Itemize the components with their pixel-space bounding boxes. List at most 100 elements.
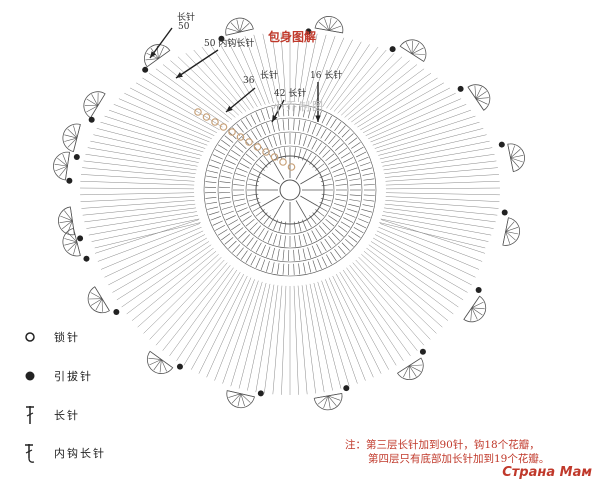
petal-stitch xyxy=(90,292,103,299)
petal-fan xyxy=(467,84,491,111)
fan-stitch xyxy=(355,259,431,340)
stitch-mark xyxy=(312,109,317,120)
chain-bead xyxy=(236,133,245,141)
fan-stitch xyxy=(383,154,495,171)
fan-stitch xyxy=(118,98,212,140)
fan-stitch xyxy=(162,64,233,120)
slip-stitch-dot xyxy=(457,85,464,92)
stitch-mark xyxy=(346,208,358,213)
fan-stitch xyxy=(100,121,204,153)
stitch-mark xyxy=(358,156,369,162)
stitch-mark xyxy=(268,217,275,228)
stitch-mark xyxy=(273,233,277,245)
petal-stitch xyxy=(411,53,425,55)
label-16-long-stitch: 16 长针 xyxy=(310,71,343,81)
stitch-mark xyxy=(320,128,327,139)
stitch-mark xyxy=(207,170,219,174)
fan-stitch xyxy=(318,39,353,106)
petal-stitch xyxy=(153,359,162,371)
petal-stitch xyxy=(226,31,240,36)
fan-stitch xyxy=(222,280,259,384)
stitch-mark xyxy=(250,255,257,266)
fan-stitch xyxy=(357,77,438,128)
petal-stitch xyxy=(505,231,516,241)
stitch-mark xyxy=(234,198,245,202)
petal-stitch xyxy=(471,307,478,320)
stitch-mark xyxy=(293,119,295,131)
stitch-mark xyxy=(208,211,220,216)
fan-stitch xyxy=(382,147,493,167)
chain-bead xyxy=(270,153,279,161)
slip-stitch-dot xyxy=(498,141,505,148)
stitch-mark xyxy=(331,139,340,148)
fan-stitch xyxy=(385,180,500,186)
stitch-mark xyxy=(260,259,266,271)
stitch-mark xyxy=(363,194,375,196)
petal-stitch xyxy=(89,298,103,300)
fan-stitch xyxy=(372,109,472,146)
fan-stitch xyxy=(370,104,467,143)
fan-stitch xyxy=(86,211,197,229)
petal-fan xyxy=(463,295,487,323)
petal-stitch xyxy=(64,238,77,243)
stitch-mark xyxy=(359,162,371,167)
stitch-mark xyxy=(328,235,336,245)
stitch-mark xyxy=(278,148,283,160)
petal-stitch xyxy=(90,105,99,117)
stitch-mark xyxy=(317,168,328,175)
stitch-mark xyxy=(217,144,228,151)
petal-stitch xyxy=(471,296,480,308)
stitch-mark xyxy=(311,230,318,241)
round-4-ring xyxy=(203,103,377,277)
petal xyxy=(58,206,84,242)
fan-stitch xyxy=(137,254,219,328)
stitch-mark xyxy=(307,107,312,119)
petal-stitch xyxy=(505,218,509,232)
stitch-mark xyxy=(307,137,313,148)
fan-stitch xyxy=(374,115,476,149)
stitch-mark xyxy=(349,199,361,202)
slip-stitch-dot xyxy=(83,255,90,262)
stitch-mark xyxy=(231,223,241,231)
center-stitch xyxy=(273,162,285,180)
fan-stitch xyxy=(80,180,195,186)
petal xyxy=(463,286,487,323)
fan-stitch xyxy=(162,265,231,351)
petal-stitch xyxy=(408,365,411,379)
note-line-1: 注：第三层长针加到90针，钩18个花瓣， xyxy=(345,439,540,451)
stitch-mark xyxy=(307,122,312,133)
stitch-mark xyxy=(333,203,345,207)
stitch-mark xyxy=(284,235,286,247)
fan-stitch xyxy=(368,244,459,308)
center-stitch xyxy=(262,173,280,185)
stitch-mark xyxy=(205,181,217,183)
petal-stitch xyxy=(84,105,98,107)
stitch-mark xyxy=(212,154,223,160)
stitch-mark xyxy=(330,211,341,218)
petal-stitch xyxy=(97,94,105,106)
fan-stitch xyxy=(376,121,480,153)
petal-stitch xyxy=(316,27,329,31)
stitch-mark xyxy=(311,123,317,135)
stitch-mark xyxy=(245,117,252,127)
petal-stitch xyxy=(405,42,413,55)
petal xyxy=(87,286,120,316)
stitch-mark xyxy=(303,233,307,245)
petal-stitch xyxy=(315,395,329,399)
chain-bead xyxy=(202,113,211,121)
stitch-mark xyxy=(263,215,271,225)
fan-stitch xyxy=(94,222,201,249)
fan-stitch xyxy=(332,275,382,374)
petal-stitch xyxy=(398,365,410,373)
stitch-mark xyxy=(293,221,296,233)
stitch-mark xyxy=(320,178,332,183)
stitch-mark xyxy=(221,170,233,174)
slip-stitch-dot xyxy=(257,390,264,397)
stitch-mark xyxy=(302,248,306,260)
fan-stitch xyxy=(84,207,197,223)
stitch-mark xyxy=(228,154,238,161)
fan-stitch xyxy=(302,33,318,103)
legend-back-post: 内钩长针 xyxy=(20,443,106,463)
petal-stitch xyxy=(228,393,241,398)
stitch-mark xyxy=(282,263,285,275)
